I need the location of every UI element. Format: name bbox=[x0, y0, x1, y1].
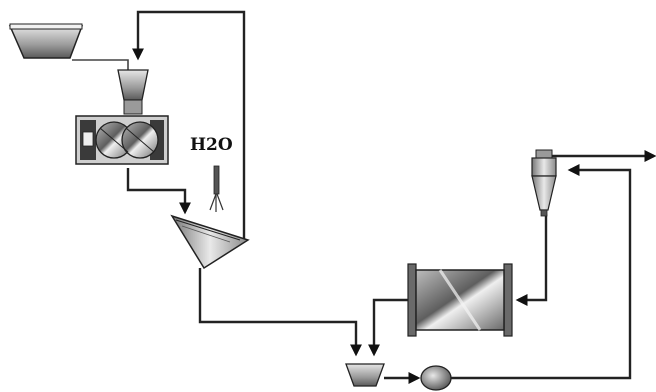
oversize-return-line bbox=[132, 10, 246, 240]
water-spray-icon bbox=[209, 165, 224, 212]
pump-to-cyclone-line bbox=[450, 164, 632, 380]
feed-line bbox=[72, 59, 129, 70]
slurry-pump bbox=[420, 365, 452, 391]
sump-hopper bbox=[345, 363, 385, 387]
hydrocyclone bbox=[531, 149, 557, 217]
vibrating-screen bbox=[170, 214, 250, 270]
water-label: H2O bbox=[190, 135, 233, 155]
mill-discharge-line bbox=[368, 298, 412, 357]
crusher-discharge-line bbox=[126, 168, 191, 215]
screen-undersize-line bbox=[198, 268, 362, 357]
cyclone-underflow-line bbox=[515, 214, 548, 306]
ball-mill bbox=[407, 263, 513, 337]
feed-bin bbox=[8, 23, 84, 59]
roll-crusher bbox=[75, 69, 169, 165]
